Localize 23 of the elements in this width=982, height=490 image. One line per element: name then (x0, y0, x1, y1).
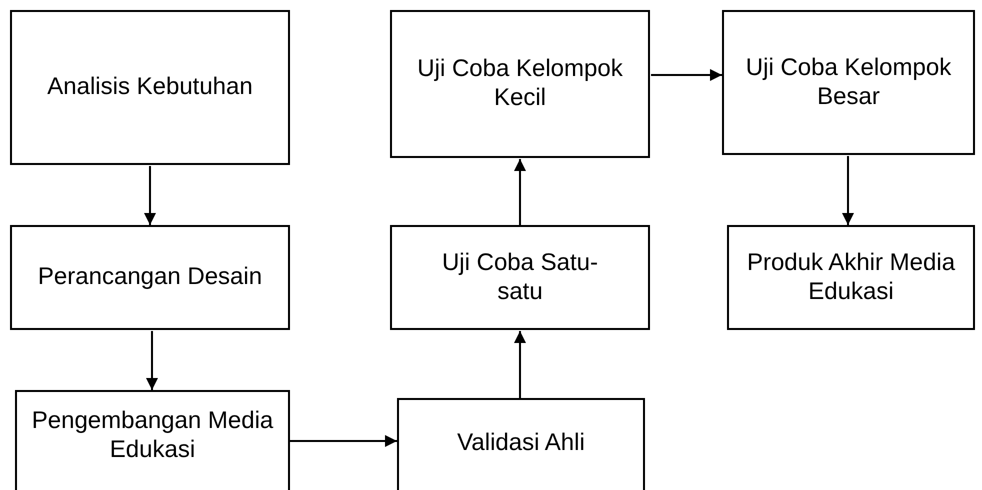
process-box (15, 390, 290, 490)
process-box (390, 10, 650, 158)
process-box (10, 10, 290, 165)
process-box (722, 10, 975, 155)
step-label: Produk Akhir Media Edukasi (746, 248, 956, 306)
step-label: Uji Coba Kelompok Kecil (416, 55, 624, 113)
arrow (146, 331, 158, 390)
step-label: Pengembangan Media Edukasi (30, 407, 274, 465)
process-box (390, 225, 650, 330)
step-label: Analisis Kebutuhan (47, 73, 253, 102)
arrow (290, 435, 397, 447)
process-box (10, 225, 290, 330)
arrow (651, 69, 722, 81)
step-label: Uji Coba Satu-satu (440, 248, 600, 306)
step-label: Perancangan Desain (38, 263, 262, 292)
process-box (397, 398, 645, 490)
step-label: Validasi Ahli (457, 428, 585, 458)
arrow (144, 166, 156, 225)
process-box (727, 225, 975, 330)
step-label: Uji Coba Kelompok Besar (744, 54, 952, 112)
arrow (842, 156, 854, 225)
arrow (514, 159, 526, 225)
arrow (514, 331, 526, 398)
